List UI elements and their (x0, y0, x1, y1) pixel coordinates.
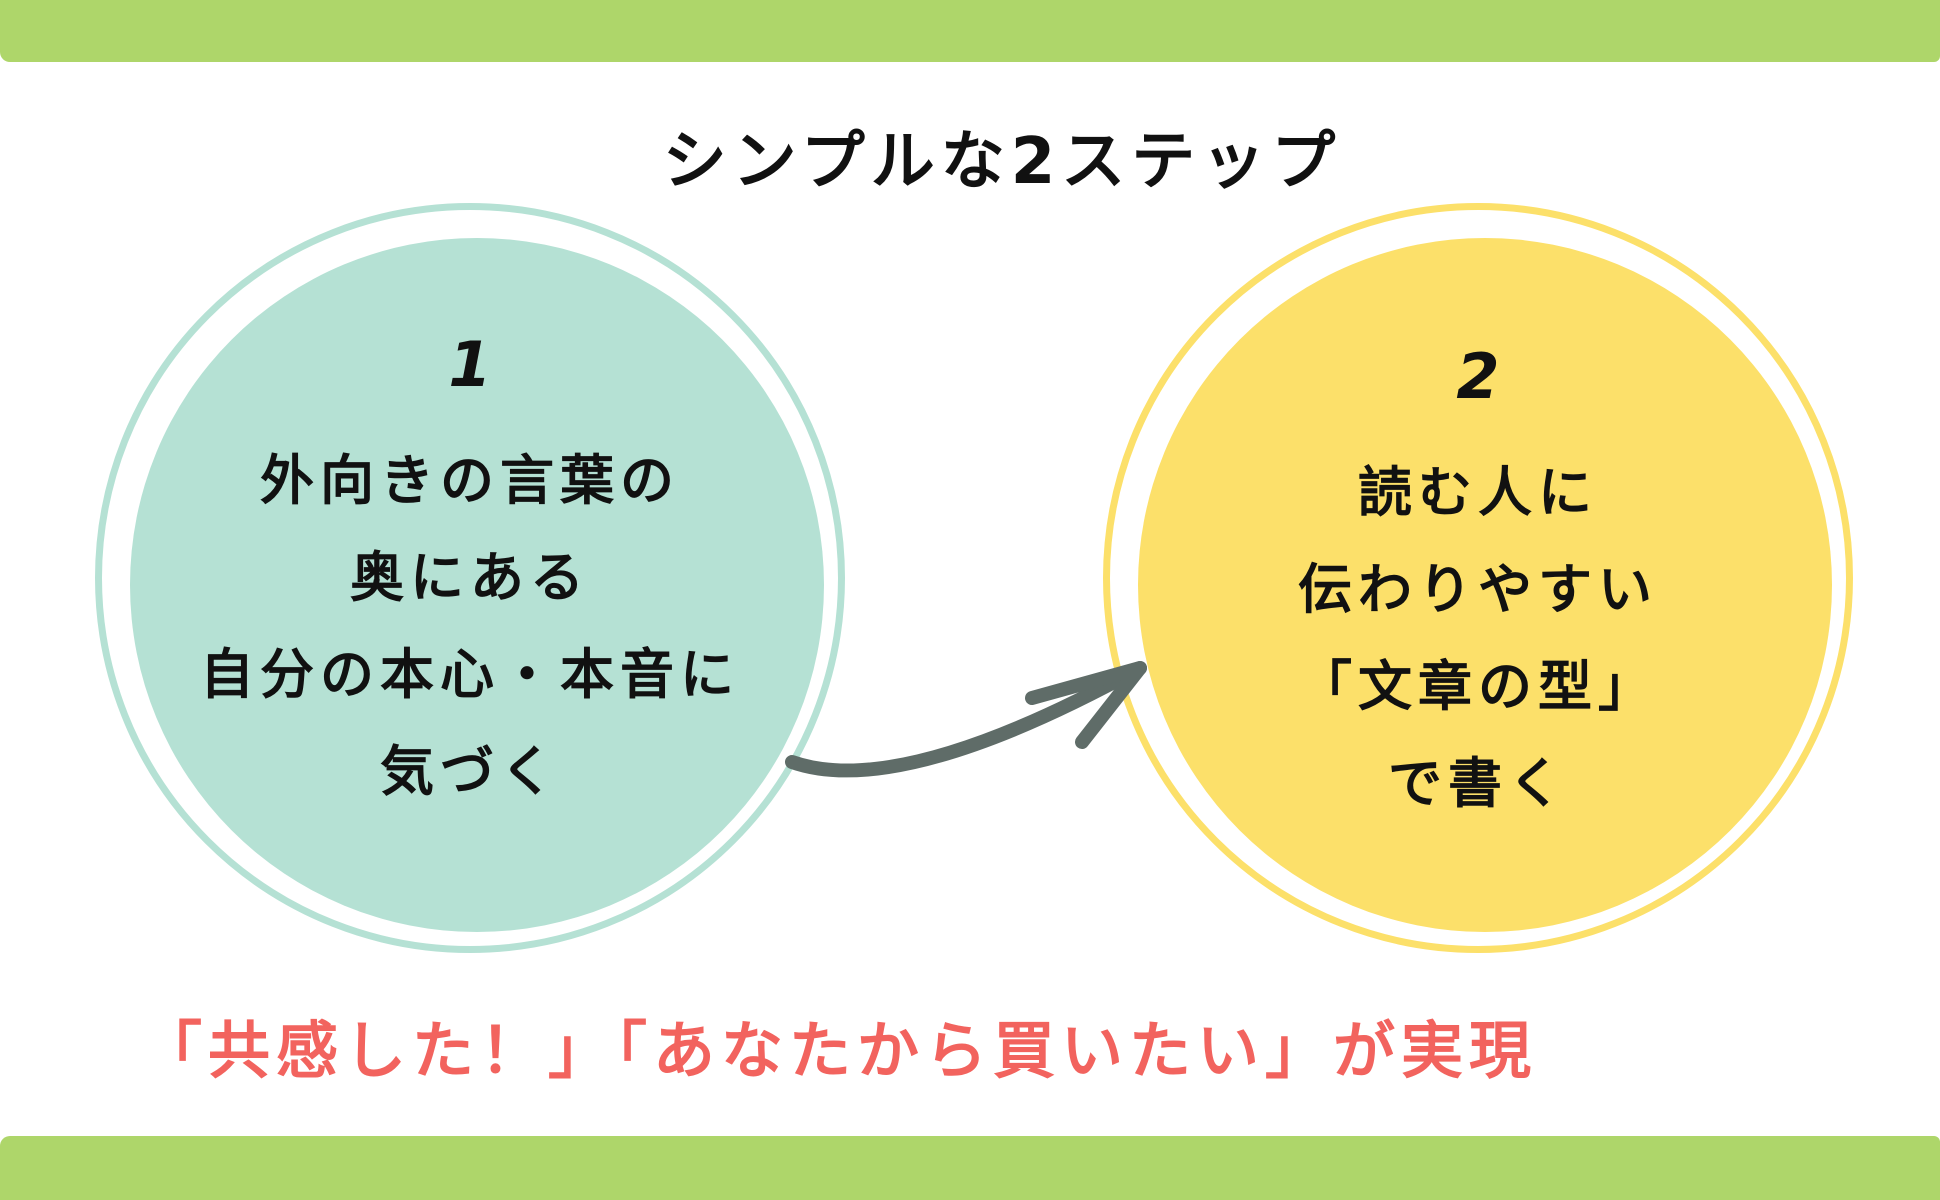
top-decorative-band (0, 0, 1940, 62)
step-1-number: 1 (448, 328, 492, 401)
step-1-line: 奥にある (350, 546, 590, 609)
step-1-text: 外向きの言葉の 奥にある 自分の本心・本音に 気づく (102, 432, 838, 820)
step-1-line: 外向きの言葉の (260, 449, 680, 512)
step-2-line: 読む人に (1358, 461, 1598, 524)
step-2-line: で書く (1388, 752, 1568, 815)
arrow-shaft (785, 661, 1147, 778)
arrow-head (1025, 661, 1147, 749)
step-2-number: 2 (1456, 340, 1500, 413)
step-1-line: 自分の本心・本音に (200, 643, 740, 706)
step-1-circle: 1 外向きの言葉の 奥にある 自分の本心・本音に 気づく (95, 203, 845, 953)
step-1-line: 気づく (380, 740, 560, 803)
page-title: シンプルな2ステップ (662, 125, 1342, 199)
step-2-line: 伝わりやすい (1298, 558, 1658, 621)
step-2-fill (1138, 238, 1832, 932)
step-2-line: 「文章の型」 (1298, 655, 1658, 718)
step-1-fill (130, 238, 824, 932)
result-text: 「共感した！」「あなたから買いたい」が実現 (140, 1014, 1538, 1087)
step-2-text: 読む人に 伝わりやすい 「文章の型」 で書く (1110, 444, 1846, 832)
bottom-decorative-band (0, 1136, 1940, 1200)
step-2-circle: 2 読む人に 伝わりやすい 「文章の型」 で書く (1103, 203, 1853, 953)
